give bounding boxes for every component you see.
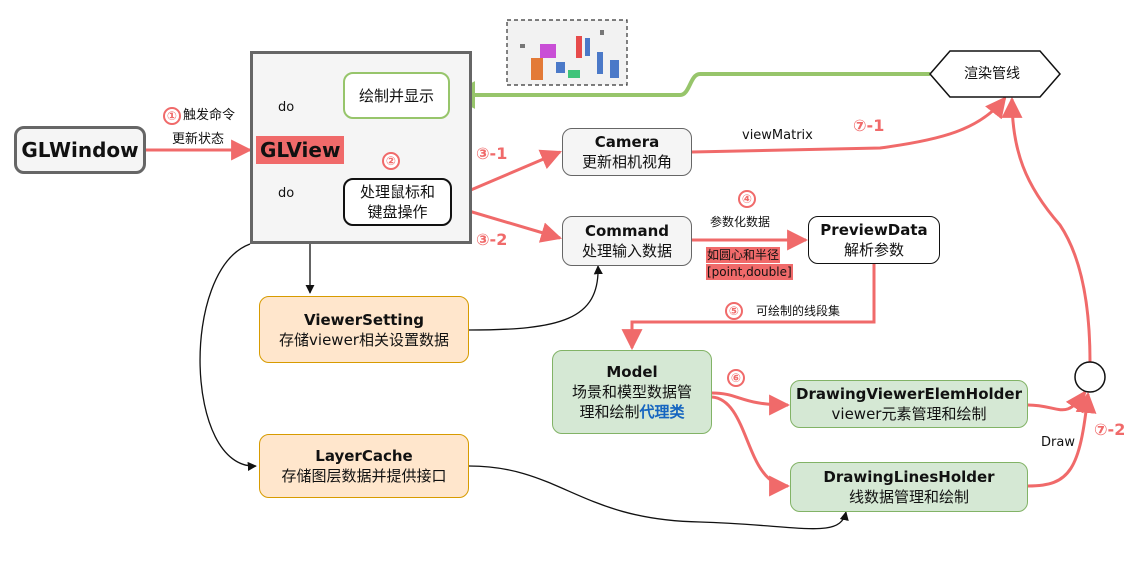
render-display-node: 绘制并显示 bbox=[343, 72, 450, 119]
trigger-label-2: 更新状态 bbox=[172, 132, 225, 147]
model-line2-wrap: 理和绘制代理类 bbox=[579, 402, 684, 422]
edge-circle-pipeline bbox=[1001, 96, 1092, 363]
handle-input-node: 处理鼠标和 键盘操作 bbox=[343, 178, 452, 226]
glview-label: GLView bbox=[256, 136, 345, 164]
step-6-marker: ⑥ bbox=[727, 369, 745, 387]
elem-holder-title: DrawingViewerElemHolder bbox=[796, 385, 1022, 403]
layer-cache-subtitle: 存储图层数据并提供接口 bbox=[281, 467, 447, 485]
step-4-marker: ④ bbox=[738, 190, 756, 208]
draw-label: Draw bbox=[1041, 435, 1075, 450]
preview-data-title: PreviewData bbox=[820, 221, 928, 239]
glwindow-label: GLWindow bbox=[21, 138, 139, 162]
scene-preview-image bbox=[506, 19, 628, 86]
step-7-2-label: ⑦-2 bbox=[1094, 420, 1126, 439]
handle-input-line2: 键盘操作 bbox=[367, 203, 428, 221]
param-hint-1: 如圆心和半径 bbox=[706, 247, 781, 263]
edge-camera-pipeline bbox=[691, 96, 1007, 154]
camera-title: Camera bbox=[594, 133, 660, 151]
view-matrix-label: viewMatrix bbox=[742, 128, 813, 143]
edge-elemholder-circle bbox=[1027, 390, 1087, 414]
pipeline-hexagon bbox=[929, 50, 1061, 98]
viewer-setting-node: ViewerSetting 存储viewer相关设置数据 bbox=[259, 296, 469, 363]
pipeline-label: 渲染管线 bbox=[964, 66, 1020, 82]
model-highlight: 代理类 bbox=[639, 403, 685, 421]
do-bottom-label: do bbox=[278, 186, 295, 201]
edge-pipeline-render bbox=[447, 72, 930, 109]
handle-input-line1: 处理鼠标和 bbox=[359, 183, 435, 201]
command-node: Command 处理输入数据 bbox=[562, 216, 692, 266]
camera-subtitle: 更新相机视角 bbox=[581, 153, 672, 171]
lines-holder-subtitle: 线数据管理和绘制 bbox=[848, 488, 969, 506]
param-data-label: 参数化数据 bbox=[710, 215, 771, 229]
step-5-marker: ⑤ bbox=[725, 302, 743, 320]
elem-holder-node: DrawingViewerElemHolder viewer元素管理和绘制 bbox=[790, 380, 1028, 428]
edge-viewersetting-command bbox=[468, 265, 603, 331]
do-top-label: do bbox=[278, 100, 295, 115]
elem-holder-subtitle: viewer元素管理和绘制 bbox=[831, 405, 987, 423]
trigger-label-1: 触发命令 bbox=[183, 108, 236, 123]
step-7-1-label: ⑦-1 bbox=[853, 116, 885, 135]
step-2-marker: ② bbox=[382, 152, 400, 170]
segments-label: 可绘制的线段集 bbox=[756, 304, 841, 318]
layer-cache-title: LayerCache bbox=[315, 447, 413, 465]
model-line1: 场景和模型数据管 bbox=[571, 383, 692, 401]
edge-preview-model bbox=[621, 264, 876, 351]
edge-model-elemholder bbox=[711, 391, 791, 416]
lines-holder-title: DrawingLinesHolder bbox=[823, 468, 995, 486]
viewer-setting-subtitle: 存储viewer相关设置数据 bbox=[279, 330, 449, 349]
layer-cache-node: LayerCache 存储图层数据并提供接口 bbox=[259, 434, 469, 498]
edge-linesholder-circle bbox=[1027, 391, 1097, 488]
step-3-1-label: ③-1 bbox=[476, 144, 508, 163]
preview-data-node: PreviewData 解析参数 bbox=[808, 216, 940, 264]
param-hint-2: [point,double] bbox=[706, 264, 793, 280]
viewer-setting-title: ViewerSetting bbox=[304, 310, 424, 329]
edge-layercache-linesholder bbox=[468, 465, 849, 530]
lines-holder-node: DrawingLinesHolder 线数据管理和绘制 bbox=[790, 462, 1028, 512]
model-line2: 理和绘制 bbox=[579, 403, 640, 421]
glwindow-node: GLWindow bbox=[14, 126, 146, 174]
command-title: Command bbox=[584, 222, 670, 240]
step-3-2-label: ③-2 bbox=[476, 230, 508, 249]
camera-node: Camera 更新相机视角 bbox=[562, 128, 692, 176]
model-title: Model bbox=[606, 363, 658, 381]
render-display-label: 绘制并显示 bbox=[358, 86, 434, 105]
preview-data-subtitle: 解析参数 bbox=[843, 241, 904, 259]
command-subtitle: 处理输入数据 bbox=[581, 242, 672, 260]
edge-model-linesholder bbox=[711, 395, 791, 497]
draw-junction-circle bbox=[1074, 361, 1106, 393]
model-node: Model 场景和模型数据管 理和绘制代理类 bbox=[552, 350, 712, 434]
edge-glview-layercache bbox=[199, 243, 257, 471]
step-1-marker: ① bbox=[163, 107, 181, 125]
